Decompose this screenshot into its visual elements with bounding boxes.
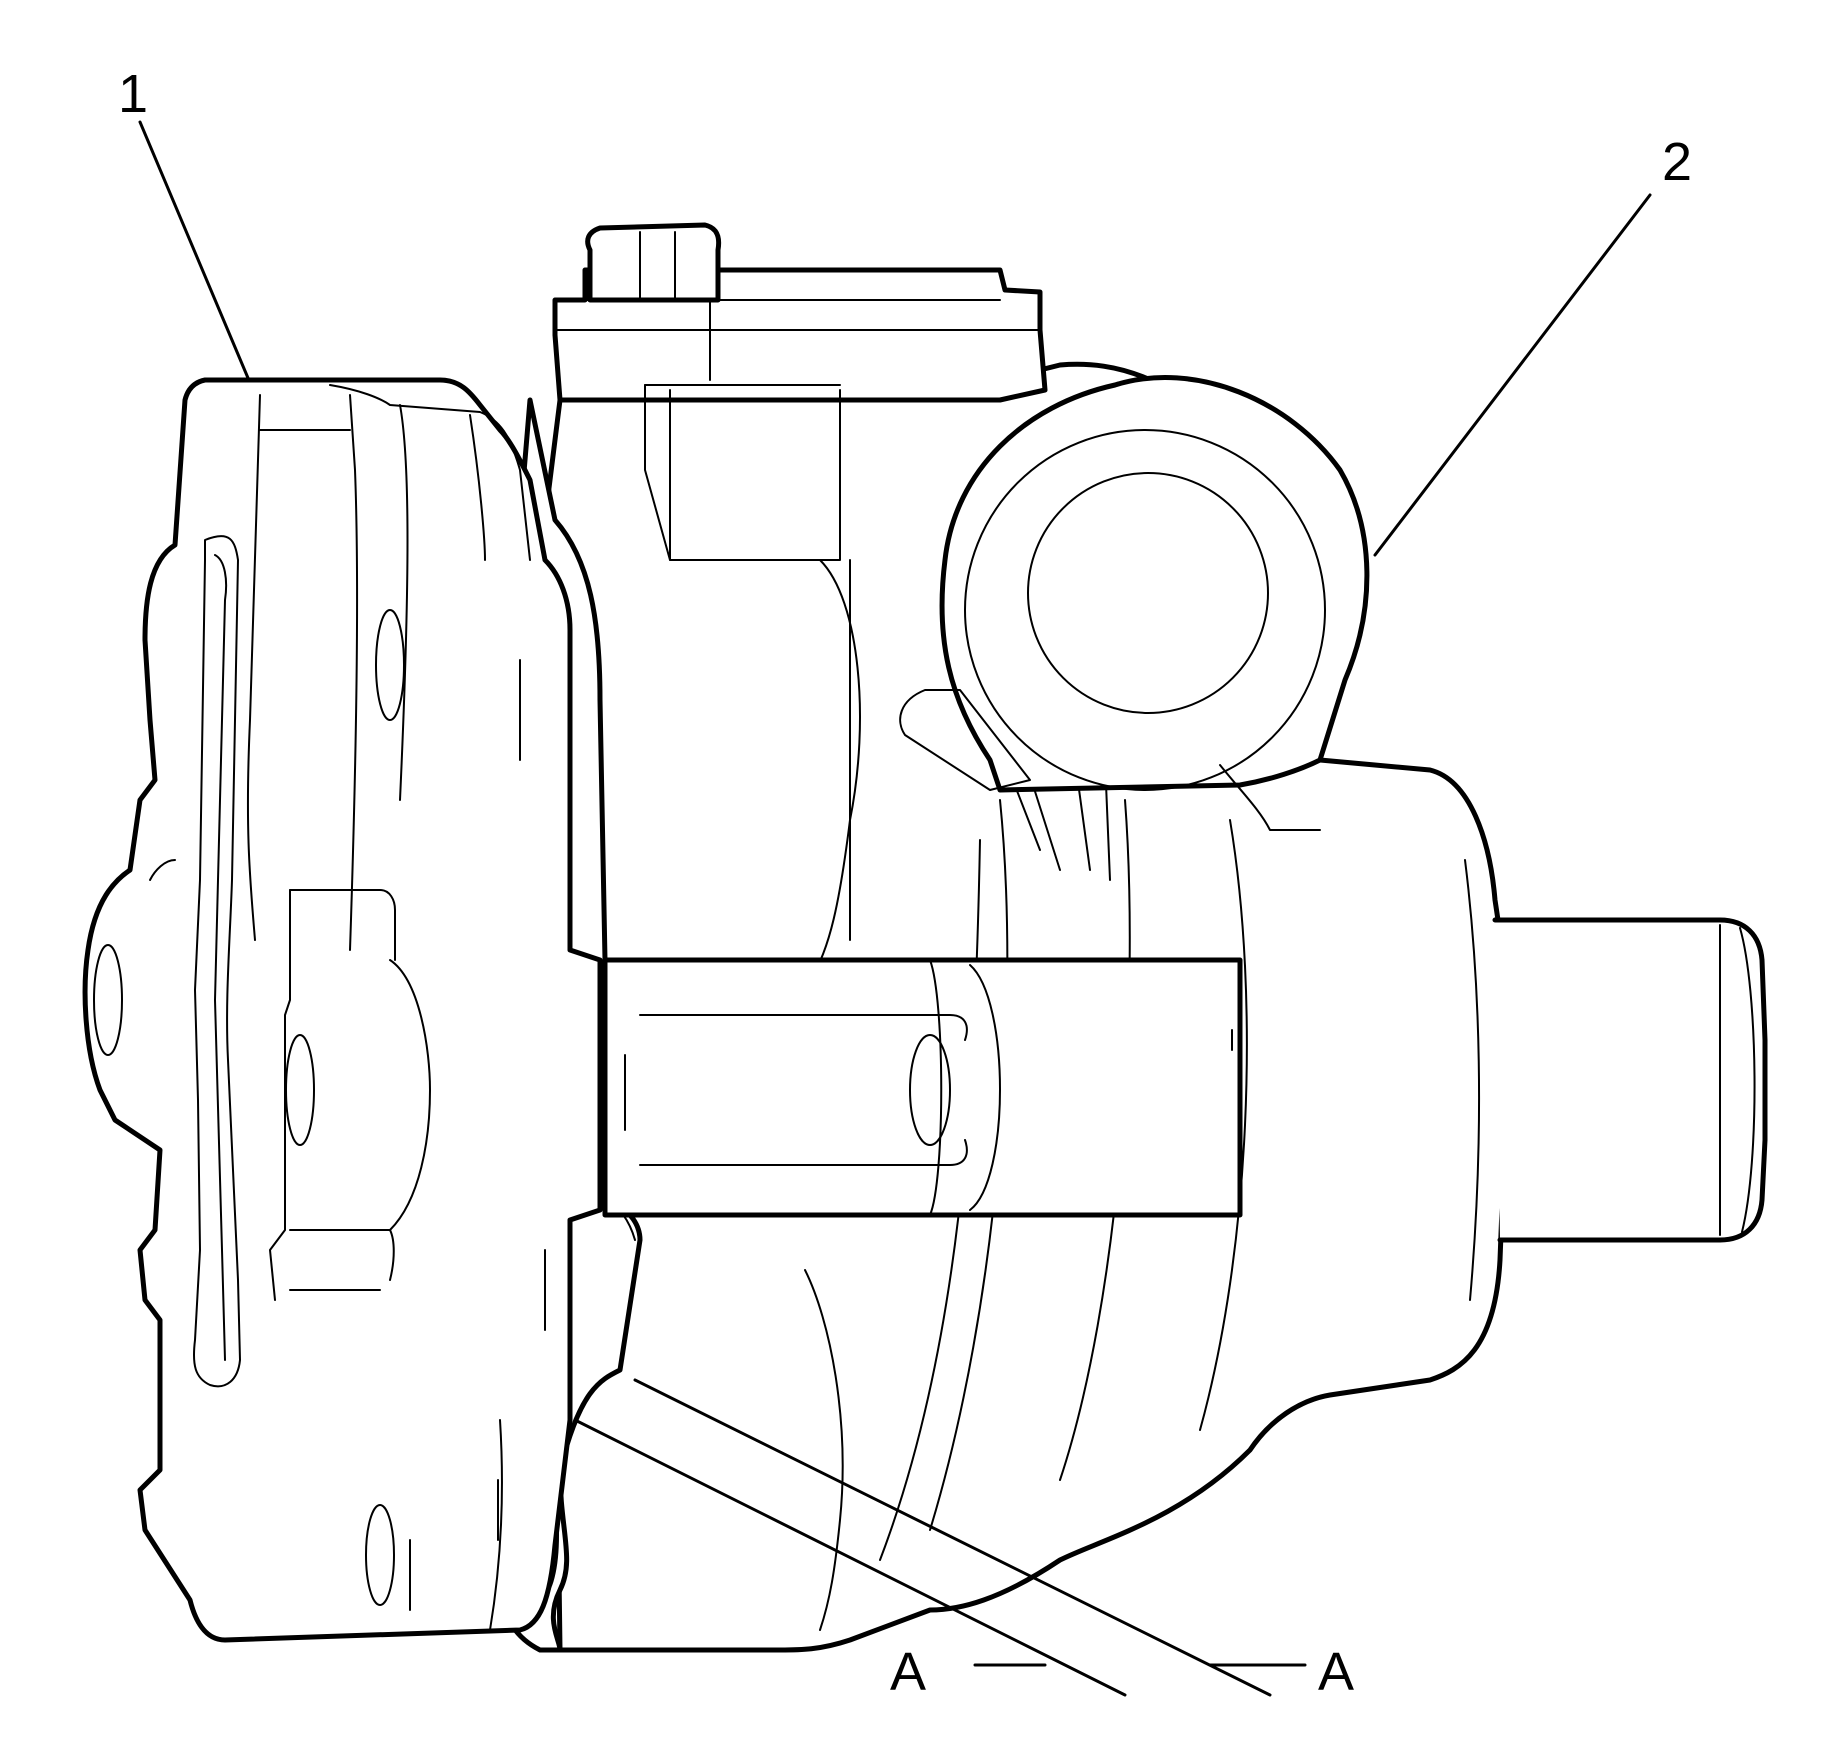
- section-a-right: A: [1318, 1642, 1354, 1702]
- section-line-lower: [573, 1418, 1127, 1697]
- drive-shaft: [1492, 917, 1768, 1243]
- leader-1: [138, 120, 250, 380]
- callout-1: 1: [118, 64, 148, 124]
- pressure-fitting: [552, 222, 1048, 561]
- callout-2: 2: [1662, 132, 1692, 192]
- callout-labels: 1 2 A A: [118, 64, 1692, 1702]
- leaders: [138, 120, 1652, 1697]
- section-line-upper: [633, 1378, 1272, 1697]
- body-band: [602, 957, 1243, 1218]
- section-a-left: A: [890, 1642, 926, 1702]
- leader-2: [1373, 193, 1652, 557]
- front-cover: [82, 377, 603, 1643]
- inlet-port: [899, 375, 1370, 831]
